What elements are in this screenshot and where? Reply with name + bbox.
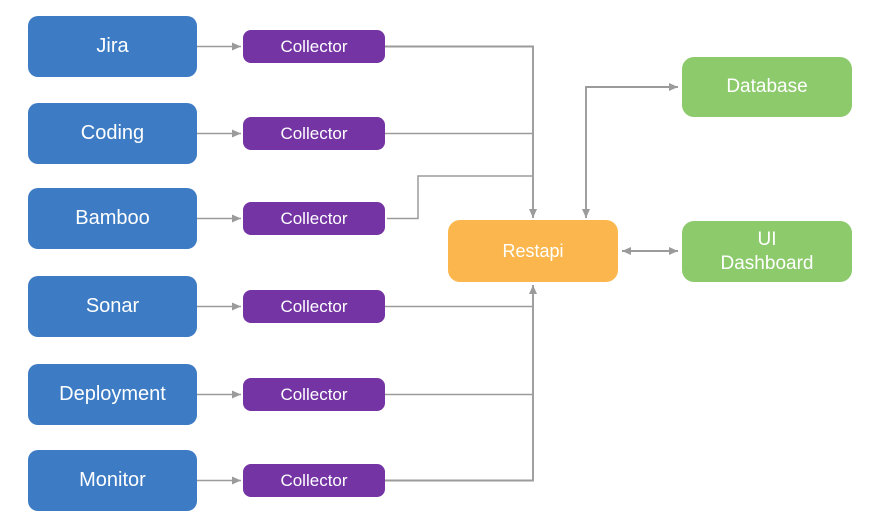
node-collector-bamboo: Collector — [243, 202, 385, 235]
node-ui-dashboard: UI Dashboard — [682, 221, 852, 282]
edge-bamboo-collector-out — [387, 175, 533, 220]
node-database: Database — [682, 57, 852, 117]
node-collector-label: Collector — [280, 384, 348, 404]
node-collector-coding: Collector — [243, 117, 385, 150]
node-monitor-label: Monitor — [79, 469, 146, 491]
node-sonar: Sonar — [28, 276, 197, 337]
node-collector-deployment: Collector — [243, 378, 385, 411]
node-restapi-label: Restapi — [502, 240, 564, 261]
node-ui-dashboard-line2: Dashboard — [720, 252, 814, 274]
node-coding: Coding — [28, 103, 197, 164]
edge-restapi-database — [582, 83, 678, 218]
node-jira: Jira — [28, 16, 197, 77]
node-deployment: Deployment — [28, 364, 197, 425]
node-collector-jira: Collector — [243, 30, 385, 63]
node-deployment-label: Deployment — [59, 383, 166, 405]
node-collector-monitor: Collector — [243, 464, 385, 497]
edge-bottom-trunk-to-restapi — [385, 285, 537, 482]
node-database-label: Database — [726, 76, 808, 98]
node-bamboo-label: Bamboo — [75, 207, 150, 229]
node-collector-sonar: Collector — [243, 290, 385, 323]
node-monitor: Monitor — [28, 450, 197, 511]
node-restapi: Restapi — [448, 220, 618, 282]
node-collector-label: Collector — [280, 123, 348, 143]
node-ui-dashboard-line1: UI — [757, 228, 777, 250]
node-bamboo: Bamboo — [28, 188, 197, 249]
node-jira-label: Jira — [96, 35, 129, 57]
node-collector-label: Collector — [280, 208, 348, 228]
node-collector-label: Collector — [280, 36, 348, 56]
edge-top-trunk-to-restapi — [385, 45, 537, 218]
node-coding-label: Coding — [80, 122, 145, 144]
node-collector-label: Collector — [280, 296, 348, 316]
node-sonar-label: Sonar — [85, 295, 140, 317]
node-collector-label: Collector — [280, 470, 348, 490]
